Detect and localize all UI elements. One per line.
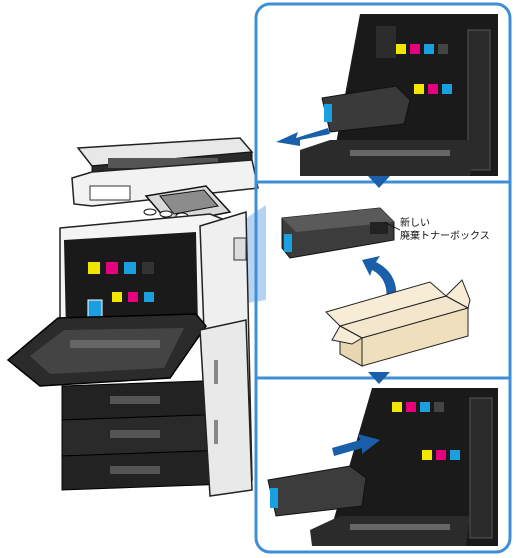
push-in-arrow	[332, 434, 380, 456]
callout-line-2: 廃棄トナーボックス	[400, 231, 490, 242]
callout-leader-line	[383, 221, 401, 231]
unpack-arrow	[362, 256, 397, 300]
steps-frame	[254, 2, 512, 554]
panel-remove-old-box	[276, 14, 498, 176]
step-arrow-1	[368, 176, 390, 188]
inserted-waste-toner-box	[267, 465, 367, 517]
step-arrow-2	[368, 372, 390, 384]
new-waste-toner-box	[281, 207, 395, 259]
old-waste-toner-box	[321, 85, 411, 133]
cardboard-carton	[325, 279, 471, 367]
panel-insert-new-box	[267, 388, 498, 546]
pull-out-arrow	[276, 128, 330, 146]
copier-machine	[6, 137, 259, 497]
new-waste-toner-box-label: 新しい 廃棄トナーボックス	[400, 217, 490, 243]
panel-new-box	[281, 207, 471, 367]
callout-line-1: 新しい	[400, 218, 430, 229]
